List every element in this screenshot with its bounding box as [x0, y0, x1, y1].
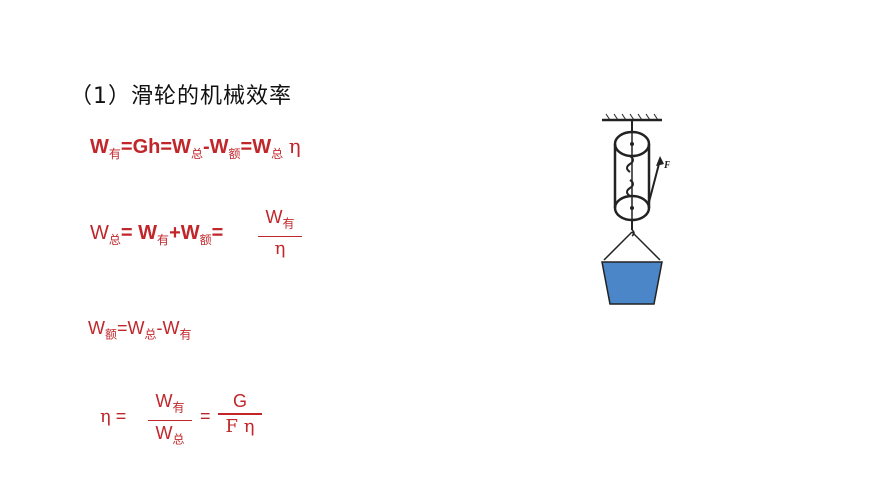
formula-useful-work: W有=Gh=W总-W额=W总 η	[90, 134, 301, 161]
force-arrow	[656, 156, 664, 166]
pull-rope	[648, 159, 661, 203]
fraction-useful-over-total: W有 W总	[148, 390, 192, 451]
equals-sign: =	[200, 406, 211, 426]
fraction-useful-over-eta: W有 η	[258, 206, 302, 260]
hang-string-left	[603, 231, 633, 261]
section-title: （1）滑轮的机械效率	[70, 84, 292, 109]
pulley-diagram: F	[601, 113, 670, 305]
formula-total-work: W总= W有+W额=	[90, 222, 224, 247]
fraction-g-over-f-eta: G F η	[218, 390, 262, 438]
hang-string-right	[631, 231, 661, 261]
hook-link	[626, 155, 634, 173]
formula-efficiency: η =	[100, 406, 127, 427]
ceiling-hatch	[605, 113, 659, 121]
force-label: F	[663, 160, 670, 171]
formula-extra-work: W额=W总-W有	[88, 318, 192, 342]
bucket	[601, 261, 663, 305]
